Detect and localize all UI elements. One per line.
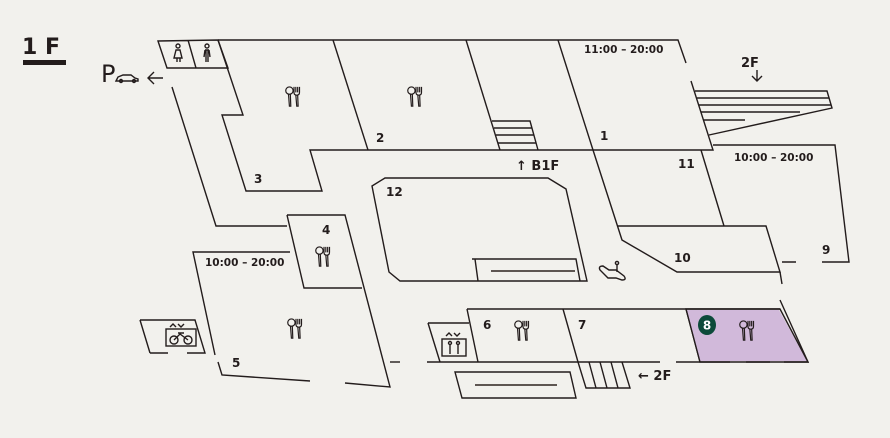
restrooms [157, 39, 229, 69]
shop-6-number[interactable]: 6 [483, 318, 491, 332]
shop-8-number: 8 [703, 319, 711, 333]
male-restroom-icon [203, 43, 211, 62]
shop-5-hours: 10:00 – 20:00 [205, 257, 284, 269]
shop-8-highlight[interactable] [687, 310, 807, 361]
shop-1-number[interactable]: 1 [600, 129, 608, 143]
arrow-left-icon [147, 71, 163, 85]
elevator-icon [441, 332, 467, 357]
restaurant-icon [315, 246, 331, 267]
escalator-icon [598, 260, 626, 281]
2f-stairs-label[interactable]: ← 2F [638, 369, 671, 384]
bicycle-parking-icon [165, 323, 197, 347]
shop-8-badge[interactable]: 8 [698, 315, 716, 335]
shop-12-number[interactable]: 12 [386, 185, 403, 199]
shop-1-hours: 11:00 – 20:00 [584, 44, 663, 56]
female-restroom-icon [173, 43, 183, 62]
parking-icon: P [101, 60, 115, 88]
shop-2-number[interactable]: 2 [376, 131, 384, 145]
parking-link[interactable]: P [101, 60, 163, 88]
b1f-stairs-label[interactable]: ↑ B1F [516, 159, 559, 174]
2f-escalator-label[interactable]: 2F [741, 56, 759, 71]
shop-7-number[interactable]: 7 [578, 318, 586, 332]
restaurant-icon [287, 318, 303, 339]
shop-3-number[interactable]: 3 [254, 172, 262, 186]
floor-label: 1 F [22, 35, 60, 60]
shop-4-number[interactable]: 4 [322, 223, 330, 237]
shop-5-number[interactable]: 5 [232, 356, 240, 370]
shop-10-number[interactable]: 10 [674, 251, 691, 265]
restaurant-icon [407, 86, 423, 107]
shop-11-number[interactable]: 11 [678, 157, 695, 171]
restaurant-icon [514, 320, 530, 341]
car-icon [114, 74, 139, 84]
shop-9-number[interactable]: 9 [822, 243, 830, 257]
floor-underline [23, 60, 66, 65]
restaurant-icon [285, 86, 301, 107]
arrow-down-icon [751, 70, 763, 82]
shop-9-hours: 10:00 – 20:00 [734, 152, 813, 164]
